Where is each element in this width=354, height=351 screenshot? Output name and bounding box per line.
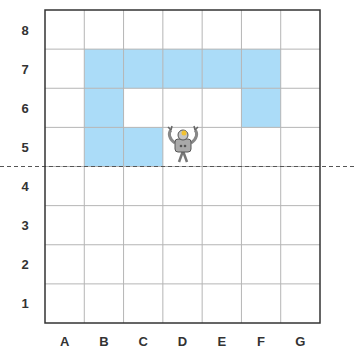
- row-number: 3: [21, 219, 28, 232]
- column-letter: C: [139, 335, 148, 348]
- robot-icon: [168, 126, 198, 162]
- blue-cell: [241, 88, 280, 127]
- row-number: 6: [21, 101, 28, 114]
- column-letter: G: [295, 335, 305, 348]
- blue-cell: [124, 127, 163, 166]
- grid-line: [45, 88, 320, 89]
- row-number: 4: [21, 180, 28, 193]
- grid-line: [45, 127, 320, 128]
- blue-cell: [202, 49, 241, 88]
- column-letter: E: [217, 335, 226, 348]
- row-number: 8: [21, 23, 28, 36]
- grid-line: [45, 283, 320, 284]
- blue-cell: [124, 49, 163, 88]
- row-number: 2: [21, 258, 28, 271]
- grid-border: [45, 10, 320, 323]
- column-letter: A: [60, 335, 69, 348]
- grid-line: [45, 205, 320, 206]
- blue-cell: [241, 49, 280, 88]
- row-number: 7: [21, 62, 28, 75]
- blue-cell: [163, 49, 202, 88]
- column-letter: D: [178, 335, 187, 348]
- dashed-line: [0, 166, 354, 167]
- blue-cell: [84, 49, 123, 88]
- column-letter: B: [99, 335, 108, 348]
- grid-line: [45, 244, 320, 245]
- grid-line: [45, 49, 320, 50]
- row-number: 5: [21, 140, 28, 153]
- blue-cell: [84, 88, 123, 127]
- blue-cell: [84, 127, 123, 166]
- column-letter: F: [257, 335, 265, 348]
- row-number: 1: [21, 297, 28, 310]
